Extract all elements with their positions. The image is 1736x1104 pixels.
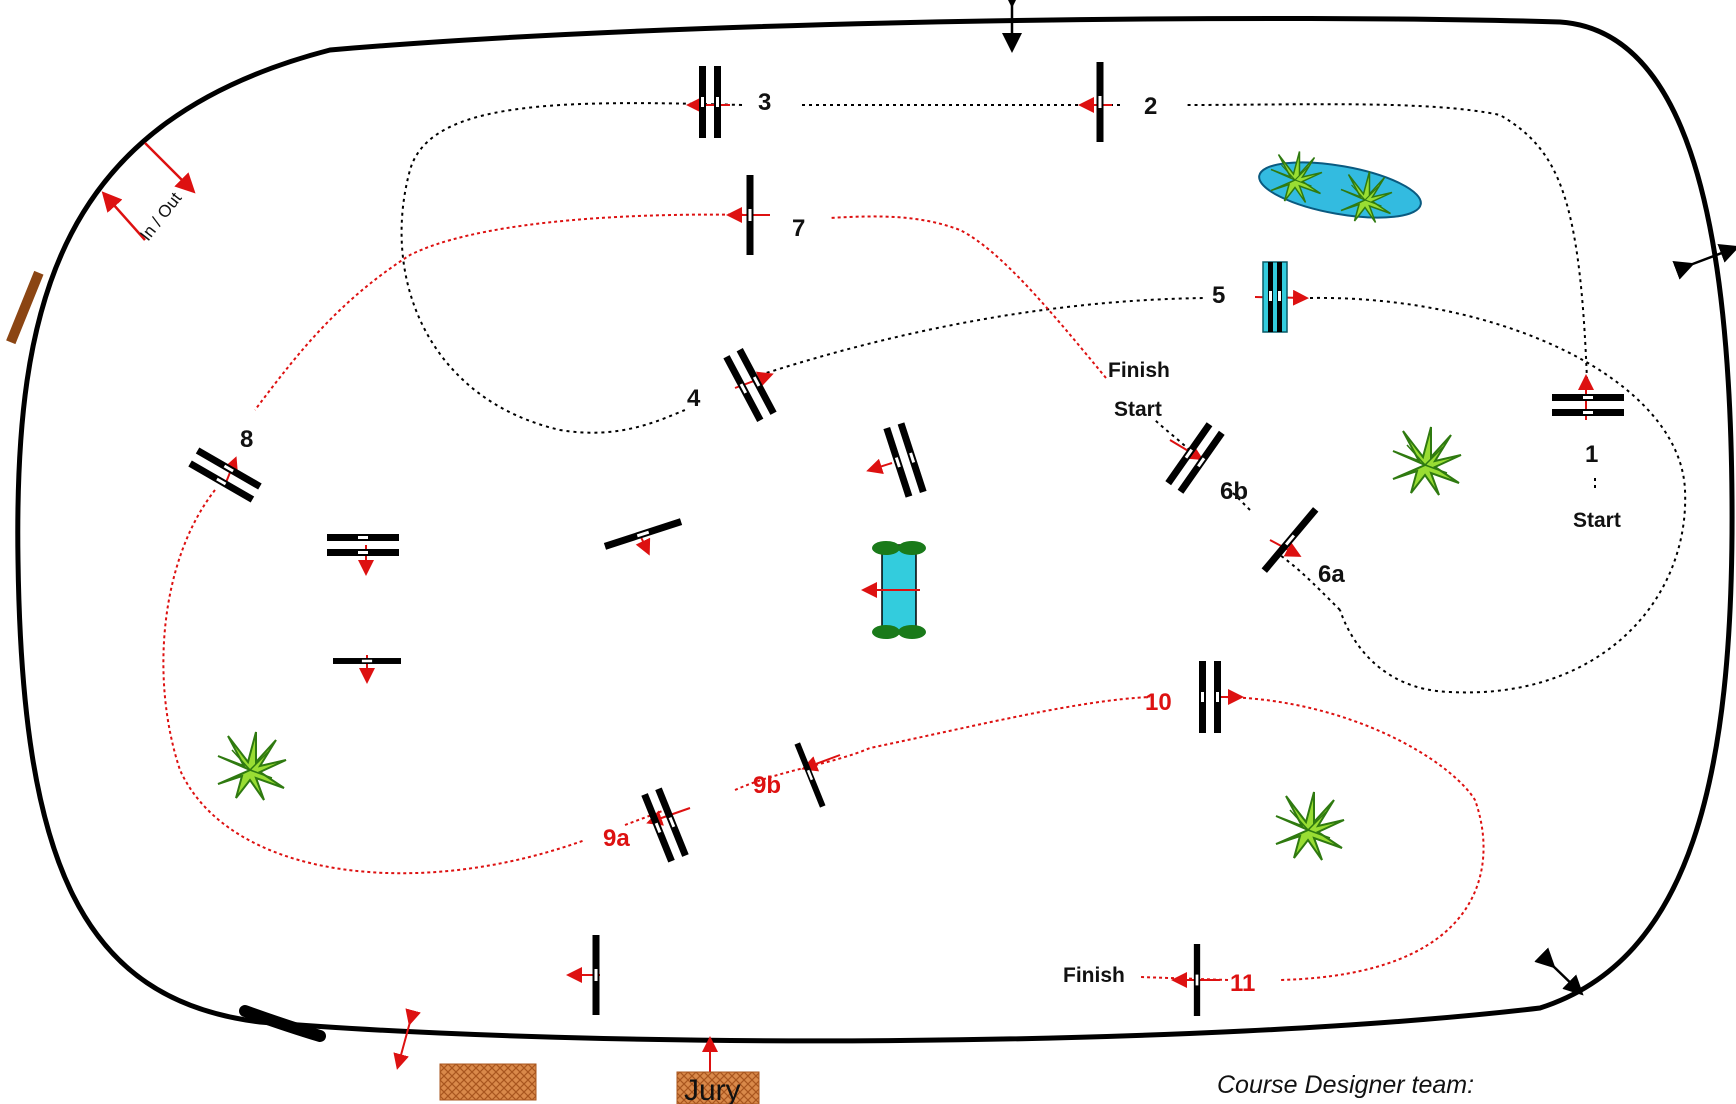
fence-unnumbered-d [333,658,401,664]
fence-3-number: 3 [758,89,771,116]
fence-2 [1096,62,1104,142]
jump-off-track [162,213,1485,981]
fence-3 [699,66,721,138]
fence-6b-number: 6b [1220,478,1248,505]
border-thick-section [239,1005,326,1042]
fence-1 [1552,394,1624,416]
fence-7 [746,175,754,255]
fence-6a-number: 6a [1318,561,1345,588]
fence-unnumbered-c [603,518,683,550]
fence-4 [723,348,777,422]
fence-8-number: 8 [240,426,253,453]
fence-11-number: 11 [1230,970,1255,997]
fence-9a-number: 9a [603,825,630,852]
plant-icon [1275,791,1345,861]
fence-unnumbered-b [327,534,399,556]
jury-box [676,1071,760,1104]
entrance-gate: In / Out [101,142,196,245]
gate-arrow-icon [393,1008,421,1070]
water-pond-icon [1258,150,1422,224]
arena-border [15,15,1735,1044]
jump-off-start-label: Start [1114,398,1162,421]
course-designer-label: Course Designer team: [1217,1071,1474,1099]
fence-10 [1199,661,1221,733]
entrance-label: In / Out [136,189,185,245]
fence-unnumbered-a [883,422,927,498]
fence-8 [188,447,262,503]
fence-10-number: 10 [1145,689,1172,716]
first-round-track [400,102,1687,694]
entrance-board [6,270,44,345]
fence-9a [641,787,689,863]
jump-off-finish-label: Finish [1063,964,1125,987]
fence-11 [1193,944,1201,1016]
fence-5-number: 5 [1212,282,1225,309]
fence-4-number: 4 [687,385,701,412]
fence-6b [1165,422,1225,494]
first-round-start-label: Start [1573,509,1621,532]
first-round-finish-label: Finish [1108,359,1170,382]
water-jump-icon [861,541,926,639]
spectator-box [439,1063,537,1101]
plant-icon [1392,426,1462,496]
plant-icon [217,731,287,801]
fence-5 [1262,261,1288,333]
fence-unnumbered-e [592,935,600,1015]
fence-9b [794,742,826,808]
gate-arrow-icon [1002,0,1736,996]
jury-label: Jury [684,1074,741,1104]
fence-7-number: 7 [792,215,805,242]
fence-2-number: 2 [1144,93,1157,120]
fence-9b-number: 9b [753,772,781,799]
fence-1-number: 1 [1585,441,1598,468]
